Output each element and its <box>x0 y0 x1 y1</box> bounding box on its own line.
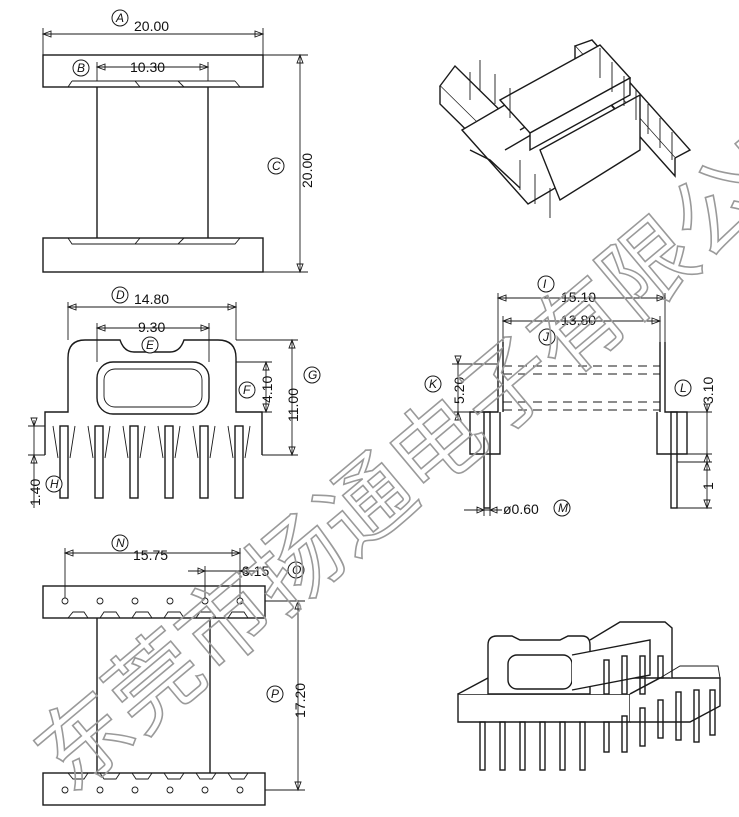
dim-e-value: 9.30 <box>138 319 165 335</box>
dim-k-letter: K <box>429 377 438 391</box>
dim-d-value: 14.80 <box>134 291 169 307</box>
dim-a-value: 20.00 <box>134 18 169 34</box>
side-left-flange <box>469 342 501 455</box>
dim-k-value: 5.20 <box>451 377 467 404</box>
top-view: 20.00 A 10.30 B 20.00 C <box>41 9 315 274</box>
dim-b-value: 10.30 <box>130 59 165 75</box>
dim-b-letter: B <box>77 61 85 75</box>
bottom-flange <box>42 237 264 273</box>
dim-j-value: 13.80 <box>561 312 596 328</box>
dim-i-value: 15.10 <box>561 289 596 305</box>
dim-e-letter: E <box>146 338 155 352</box>
bottom-pin-holes-bottom <box>61 786 244 794</box>
dim-p-value: 17.20 <box>292 683 308 718</box>
dim-h-letter: H <box>50 477 59 491</box>
dim-o-value: 3.15 <box>242 563 269 579</box>
side-view: 15.10 I 13.80 J 5.20 K 3.10 L 1 <box>424 275 716 517</box>
iso-pins-top <box>603 655 664 695</box>
iso-pins-front <box>479 689 716 771</box>
dim-a-letter: A <box>115 11 124 25</box>
dim-j-letter: J <box>542 330 550 344</box>
isometric-view-top <box>439 39 692 218</box>
dim-f-value: 4.10 <box>259 376 275 403</box>
dim-p-letter: P <box>271 687 279 701</box>
dim-g-letter: G <box>308 368 317 382</box>
core-window <box>96 361 210 415</box>
dim-h-value: 1.40 <box>27 479 43 506</box>
isometric-view-bottom <box>457 621 721 771</box>
dim-m-letter: M <box>558 501 568 515</box>
dim-g-value: 11.00 <box>285 388 301 422</box>
front-view: 14.80 D 9.30 E 4.10 F 11.00 G 1.40 <box>27 286 321 508</box>
dim-l-letter: L <box>680 381 687 395</box>
top-flange <box>42 54 264 88</box>
dim-n-letter: N <box>116 536 125 550</box>
dim-n-value: 15.75 <box>133 547 168 563</box>
dim-f-letter: F <box>243 383 251 397</box>
dim-o-letter: O <box>292 563 301 577</box>
dim-m-value: ø0.60 <box>503 501 539 517</box>
dim-c-letter: C <box>272 159 281 173</box>
bottom-view: 15.75 N 3.15 O 17.20 P <box>42 534 308 806</box>
dim-l-value: 3.10 <box>700 377 716 404</box>
dim-d-letter: D <box>116 288 125 302</box>
dim-i-letter: I <box>543 277 547 291</box>
side-right-flange <box>656 342 688 455</box>
dim-c-value: 20.00 <box>299 153 315 188</box>
bottom-bottom-flange <box>42 772 266 806</box>
pin-length-value: 1 <box>700 482 716 490</box>
bottom-top-flange <box>42 585 266 619</box>
front-pins <box>52 425 251 499</box>
